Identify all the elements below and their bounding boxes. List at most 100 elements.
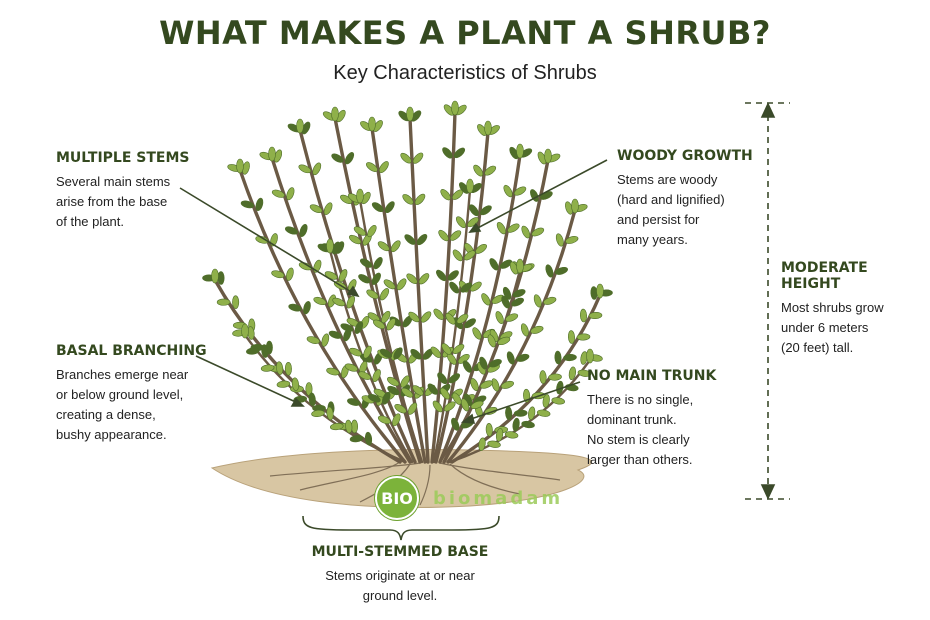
- leaf: [340, 323, 354, 332]
- leaf: [442, 147, 453, 159]
- leaf: [358, 371, 372, 380]
- leaf: [356, 188, 364, 204]
- stem: [434, 130, 490, 464]
- leaf: [495, 311, 504, 325]
- label-line: of the plant.: [56, 214, 124, 229]
- leaf: [387, 376, 400, 387]
- leaf: [496, 222, 507, 235]
- leaf: [452, 392, 462, 405]
- leaf: [246, 347, 260, 355]
- label-line: No stem is clearly: [587, 432, 690, 447]
- label-line: many years.: [617, 232, 688, 247]
- stem: [448, 358, 592, 464]
- leaf: [478, 437, 486, 451]
- arrow-no-main-trunk: [467, 381, 581, 421]
- leaf: [436, 269, 447, 282]
- leaf: [563, 354, 577, 362]
- label-no-main-trunk: NO MAIN TRUNK There is no single, domina…: [587, 368, 716, 470]
- leaf: [480, 205, 492, 216]
- leaf: [531, 227, 545, 237]
- label-line: bushy appearance.: [56, 427, 167, 442]
- watermark-logo: BIO biomadam: [375, 476, 563, 520]
- leaf: [371, 272, 381, 285]
- leaf: [384, 201, 395, 214]
- leaf: [516, 143, 524, 159]
- leaf: [545, 264, 554, 278]
- leaf: [427, 383, 439, 395]
- leaf: [480, 380, 493, 389]
- leaf: [271, 270, 285, 279]
- leaf: [448, 373, 461, 384]
- leaf: [286, 187, 295, 201]
- leaf: [276, 380, 291, 388]
- label-line: Stems are woody: [617, 172, 718, 187]
- leaf: [466, 178, 474, 194]
- leaf: [313, 296, 327, 306]
- leaf: [394, 404, 407, 414]
- leaf: [347, 398, 361, 406]
- leaf: [346, 295, 355, 309]
- label-heading: MULTI-STEMMED BASE: [311, 544, 489, 560]
- leaf: [451, 100, 459, 116]
- leaf: [445, 312, 456, 325]
- leaf: [392, 413, 401, 427]
- leaf: [460, 398, 470, 412]
- stem: [270, 156, 412, 464]
- label-line: (20 feet) tall.: [781, 340, 854, 355]
- leaf: [484, 165, 497, 176]
- leaf: [487, 334, 496, 348]
- leaf: [451, 417, 460, 431]
- leaf: [536, 409, 551, 417]
- label-moderate-height: MODERATE HEIGHT Most shrubs grow under 6…: [781, 260, 930, 358]
- leaf: [500, 380, 514, 389]
- leaf: [298, 164, 312, 174]
- leaf: [326, 406, 334, 421]
- stem: [450, 293, 602, 464]
- leaf: [414, 193, 426, 205]
- leaf: [544, 148, 552, 164]
- height-indicator: [745, 102, 790, 500]
- leaf: [276, 361, 284, 375]
- leaf: [345, 419, 353, 434]
- label-line: (hard and lignified): [617, 192, 725, 207]
- leaf: [539, 370, 547, 384]
- arrow-multiple-stems: [179, 187, 359, 297]
- leaf: [296, 118, 304, 134]
- leaf: [211, 268, 219, 284]
- leaf: [340, 194, 353, 204]
- leaf: [491, 378, 500, 392]
- leaf: [400, 375, 410, 388]
- leaf: [542, 394, 550, 408]
- leaf: [371, 202, 384, 213]
- leaf: [379, 288, 390, 301]
- page-subtitle: Key Characteristics of Shrubs: [333, 62, 597, 84]
- leaf: [368, 116, 376, 132]
- arrow-basal-branching-head: [290, 397, 305, 407]
- leaf: [366, 162, 378, 172]
- label-woody-growth: WOODY GROWTH Stems are woody (hard and l…: [617, 148, 753, 250]
- stem: [408, 116, 430, 464]
- height-arrow-up: [760, 102, 776, 118]
- leaf: [438, 229, 449, 242]
- label-line: Several main stems: [56, 174, 171, 189]
- leaf: [373, 257, 383, 270]
- leaf: [571, 198, 579, 214]
- leaf: [507, 223, 520, 233]
- stem: [432, 188, 472, 464]
- leaf: [511, 297, 524, 307]
- stem: [446, 208, 577, 464]
- leaf: [268, 146, 276, 162]
- leaf: [410, 348, 422, 360]
- label-basal-branching: BASAL BRANCHING Branches emerge near or …: [56, 343, 207, 445]
- stem: [238, 168, 407, 464]
- page-title: WHAT MAKES A PLANT A SHRUB?: [159, 14, 771, 52]
- leaf: [420, 311, 432, 323]
- leaf: [455, 216, 466, 228]
- leaf: [321, 333, 330, 347]
- leaf: [530, 325, 544, 334]
- pointer-arrows: [179, 159, 608, 424]
- label-line: Stems originate at or near: [325, 568, 475, 583]
- leaf: [349, 234, 362, 245]
- leaf: [377, 241, 390, 252]
